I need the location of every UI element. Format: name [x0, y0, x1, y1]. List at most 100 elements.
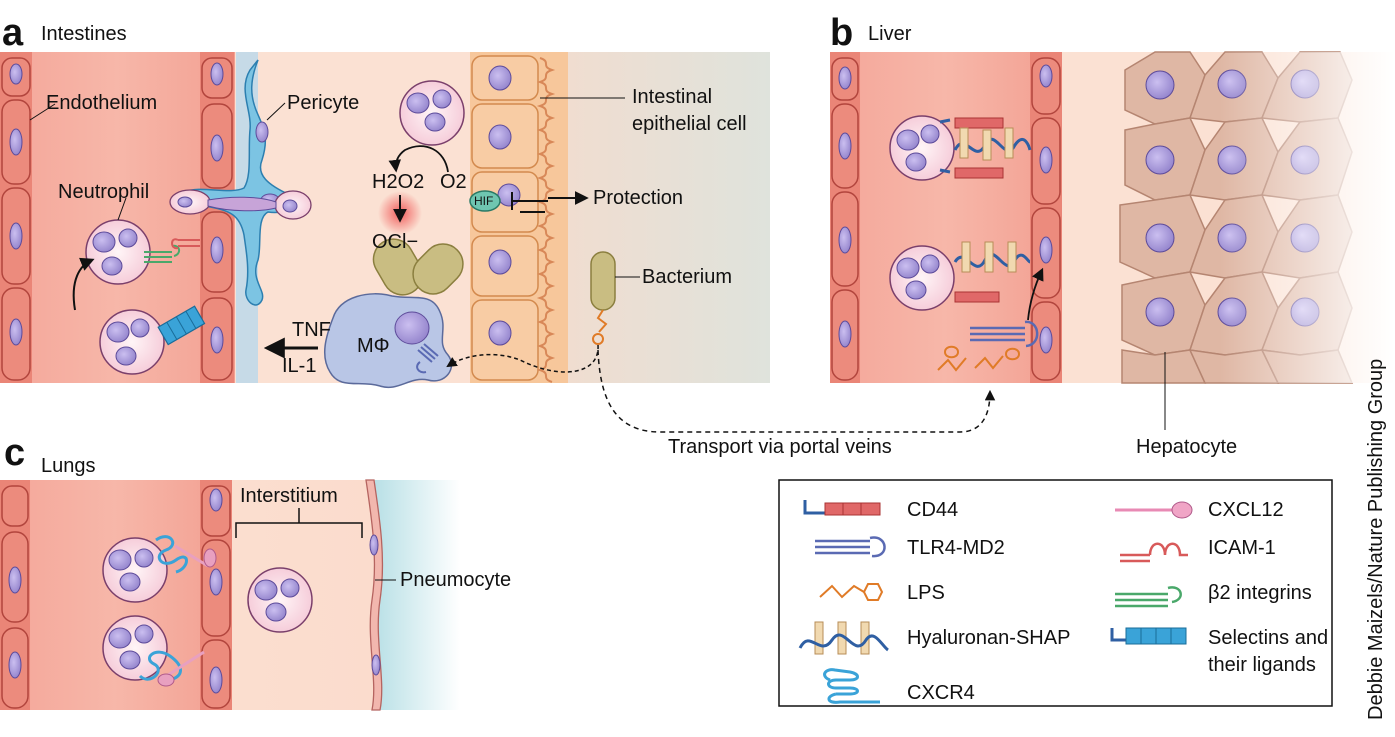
interstitium-label: Interstitium — [240, 485, 338, 507]
lps-liver-1 — [937, 357, 967, 372]
macrophage-nucleus — [394, 311, 430, 345]
legend-lps-label: LPS — [907, 582, 945, 604]
cd44-on-liver-neutrophil — [939, 117, 1004, 179]
pericyte-cell — [180, 59, 295, 306]
endothelium-label: Endothelium — [46, 92, 158, 114]
lps-icon — [819, 583, 884, 601]
intestine-endothelium-right — [200, 52, 234, 383]
tissue-neutrophil — [399, 80, 465, 146]
bacterium-1 — [372, 238, 424, 296]
o2-conversion-arrow — [388, 145, 449, 173]
panel-a — [0, 52, 770, 389]
tlr4-md2-icon — [815, 536, 886, 558]
cxcl12-icon — [1115, 501, 1193, 519]
legend-box — [778, 479, 1333, 707]
pneumocyte-label: Pneumocyte — [400, 569, 512, 591]
selectins-on-neutrophil — [157, 305, 206, 346]
epithelial-label-2: epithelial cell — [632, 113, 747, 135]
b2-integrin-on-neutrophil — [144, 251, 172, 263]
b2-integrin-icon — [1115, 586, 1182, 608]
lung-endothelium-right — [200, 480, 232, 710]
hyaluronan-shap-icon — [798, 621, 889, 655]
lung-endothelium-left — [0, 480, 30, 710]
bacterium-lumen — [590, 251, 616, 311]
ocl-label: OCl− — [372, 231, 419, 253]
pericyte-pointer — [266, 102, 286, 121]
hif-label: HIF — [474, 194, 494, 208]
icam1-on-endothelium — [178, 239, 200, 247]
liver-sinusoid — [830, 52, 1060, 383]
lps-on-bacterium — [596, 309, 608, 333]
neutrophil-label: Neutrophil — [58, 181, 150, 203]
cd44-on-neutrophil-2 — [954, 291, 1000, 303]
legend-selectin-label: Selectins and — [1208, 627, 1329, 649]
icam1-icon — [1120, 542, 1188, 563]
lps-liver-2 — [974, 355, 1004, 370]
panel-b-letter: b — [830, 12, 854, 54]
cd44-icon — [803, 500, 881, 516]
liver-fade — [1220, 52, 1395, 383]
selectin-icon — [1110, 627, 1187, 645]
cxcr4-lung-2 — [138, 650, 182, 682]
liver-neutrophil-1 — [889, 115, 955, 181]
tlr4-on-macrophage — [417, 343, 439, 363]
panel-a-title: Intestines — [41, 23, 127, 45]
panel-c — [0, 479, 460, 711]
legend-cxcl12-label: CXCL12 — [1208, 499, 1284, 521]
lung-neutrophil-1 — [102, 537, 168, 603]
shap-liver-2 — [961, 241, 1017, 273]
legend-tlr4-label: TLR4-MD2 — [907, 537, 1005, 559]
legend-icam1-label: ICAM-1 — [1208, 537, 1276, 559]
panel-b-title: Liver — [868, 23, 912, 45]
credit-text: Debbie Maizels/Nature Publishing Group — [1365, 358, 1387, 720]
cxcl12-lung-1 — [174, 544, 209, 568]
intestine-endothelium-left — [0, 52, 32, 383]
tnf-label: TNF — [292, 319, 331, 341]
hepatocyte-label: Hepatocyte — [1136, 436, 1238, 458]
hif-badge — [469, 190, 501, 212]
transport-label: Transport via portal veins — [668, 436, 892, 458]
shap-liver-1 — [959, 127, 1014, 161]
liver-endothelium-left — [830, 52, 860, 383]
legend-hyaluronan-label: Hyaluronan-SHAP — [907, 627, 1071, 649]
cxcr4-icon — [823, 668, 880, 704]
intestinal-epithelium — [470, 52, 568, 383]
cxcl12-lung-2 — [167, 650, 205, 677]
bacterium-2 — [412, 243, 464, 295]
bacterium-label: Bacterium — [642, 266, 733, 288]
liver-activation-arrow — [1027, 267, 1044, 321]
pericyte-label: Pericyte — [287, 92, 360, 114]
macrophage-label: MΦ — [357, 335, 390, 357]
panel-c-title: Lungs — [41, 455, 96, 477]
legend-selectin-label-2: their ligands — [1208, 654, 1316, 676]
epithelial-label-1: Intestinal — [632, 86, 713, 108]
panel-b — [830, 51, 1395, 430]
pericyte-nucleus — [255, 121, 269, 143]
transmigrating-neutrophil — [169, 189, 312, 220]
legend-cxcr4-label: CXCR4 — [907, 682, 975, 704]
legend-cd44-label: CD44 — [907, 499, 959, 521]
o2-label: O2 — [440, 171, 467, 193]
pneumocyte-cell — [365, 479, 384, 711]
portal-transport-path — [597, 349, 996, 433]
liver-endothelium-right — [1030, 52, 1062, 383]
legend-b2-label: β2 integrins — [1208, 582, 1312, 604]
neutrophil-pointer — [117, 197, 127, 221]
endothelium-pointer — [29, 103, 56, 121]
neutrophil-movement-arrow — [72, 257, 95, 311]
h2o2-label: H2O2 — [372, 171, 425, 193]
il1-label: IL-1 — [282, 355, 317, 377]
alveolar-space — [375, 480, 460, 710]
tlr4-on-liver-endothelium — [970, 326, 1025, 342]
cxcr4-lung-1 — [155, 535, 188, 574]
panel-a-letter: a — [2, 12, 24, 54]
hyaluronan-liver-1 — [953, 137, 1032, 153]
rolling-neutrophil — [99, 309, 165, 375]
panel-c-letter: c — [4, 432, 26, 474]
liver-neutrophil-2 — [889, 245, 955, 311]
adhering-neutrophil — [85, 219, 151, 285]
protection-label: Protection — [593, 187, 684, 209]
lung-neutrophil-2 — [102, 615, 168, 681]
lung-neutrophil-interstitium — [247, 567, 313, 633]
